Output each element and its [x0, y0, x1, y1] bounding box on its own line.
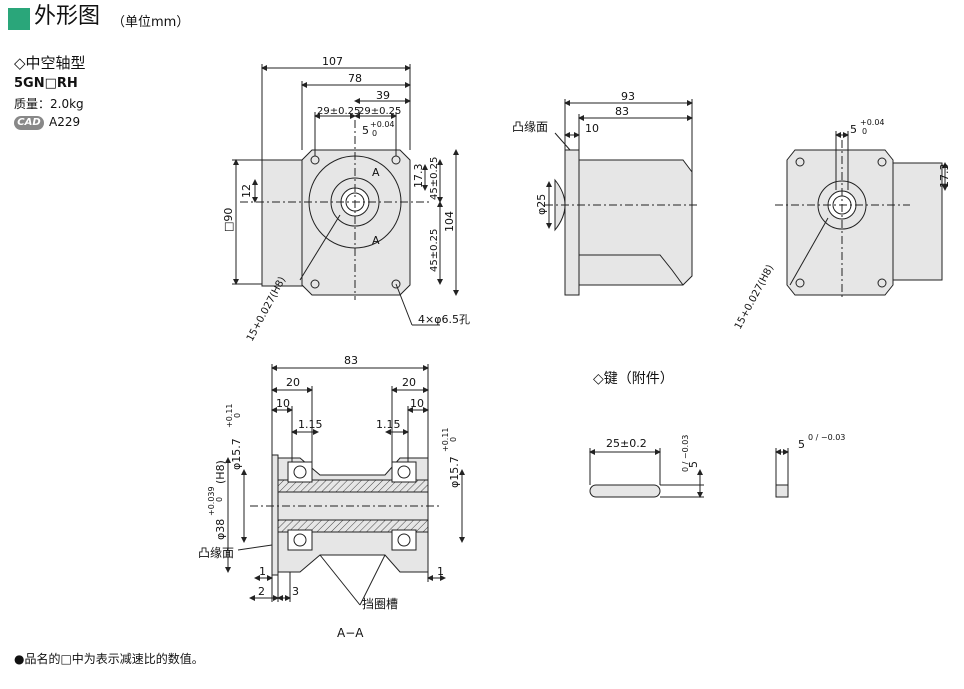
dim-phi-15-7-left: φ15.7 [230, 438, 243, 470]
page-title: 外形图 [34, 4, 101, 29]
dim-1-15-right: 1.15 [376, 418, 401, 431]
front-view [232, 64, 459, 326]
dim-39: 39 [376, 89, 390, 102]
dim-1-15-left: 1.15 [298, 418, 323, 431]
mass-label: 质量：2.0kg [14, 97, 84, 111]
dim-107: 107 [322, 55, 343, 68]
dim-key-tol-upper-rear: +0.04 [860, 118, 885, 127]
dim-phi-38-tol-upper: +0.039 [207, 486, 216, 516]
side-view-labels: 93 83 10 φ25 凸缘面 [512, 90, 635, 215]
key-labels: 25±0.2 5 0 / −0.03 5 0 / −0.03 [606, 433, 845, 472]
dim-phi-38: φ38 [214, 519, 227, 540]
dim-20-right: 20 [402, 376, 416, 389]
key-section-title: ◇键（附件） [593, 371, 674, 387]
dim-29-left: 29±0.25 [317, 106, 360, 117]
product-type-label: ◇中空轴型 [14, 54, 86, 72]
dim-square-90: □90 [222, 208, 235, 232]
dim-20-left: 20 [286, 376, 300, 389]
section-mark-a-bottom: A [372, 234, 380, 247]
dim-1-left: 1 [259, 565, 266, 578]
dim-93: 93 [621, 90, 635, 103]
section-view-labels: 83 20 20 10 10 1.15 1.15 φ15.7 +0.11 0 φ… [198, 354, 461, 640]
key-length: 25±0.2 [606, 437, 647, 450]
dim-phi-15-7-left-tol-lower: 0 [233, 413, 242, 418]
dim-phi-15-7-left-tol-upper: +0.11 [225, 403, 234, 428]
dim-h8: (H8) [214, 460, 227, 484]
retaining-ring-groove-label: 挡圈槽 [362, 597, 398, 611]
dim-83-section: 83 [344, 354, 358, 367]
key-width-tol: 0 / −0.03 [808, 433, 845, 442]
dim-phi-25: φ25 [535, 194, 548, 215]
model-number: 5GN□RH [14, 76, 78, 91]
flange-face-label-section: 凸缘面 [198, 546, 234, 560]
mount-hole [391, 279, 401, 289]
dim-45-upper: 45±0.25 [429, 157, 440, 200]
cad-badge[interactable]: CAD [14, 116, 44, 130]
dim-key-width-rear: 5 [850, 123, 857, 136]
dim-phi-15-7-right-tol-upper: +0.11 [441, 427, 450, 452]
key-height: 5 [687, 461, 700, 468]
flange-face-label-side: 凸缘面 [512, 120, 548, 134]
dim-phi-38-tol-lower: 0 [215, 497, 224, 502]
dim-104: 104 [443, 211, 456, 232]
section-view [225, 364, 465, 606]
side-flange [564, 149, 580, 296]
dim-17-3-rear: 17.3 [938, 164, 951, 189]
section-label: A−A [337, 626, 364, 640]
side-view [545, 99, 700, 296]
header-accent-square [8, 8, 30, 30]
dim-78: 78 [348, 72, 362, 85]
rear-motor [889, 162, 943, 281]
shaft-bore-rear: 15+0.027(H8) [733, 263, 776, 331]
rear-view [775, 131, 948, 300]
dim-phi-15-7-right: φ15.7 [448, 456, 461, 488]
dim-1-right: 1 [437, 565, 444, 578]
key-drawing [589, 448, 789, 498]
dim-phi-15-7-right-tol-lower: 0 [449, 437, 458, 442]
key-end [775, 484, 789, 498]
dim-key-tol-lower-rear: 0 [862, 127, 867, 136]
dim-45-lower: 45±0.25 [429, 229, 440, 272]
dim-10-side: 10 [585, 122, 599, 135]
dim-29-right: 29±0.25 [358, 106, 401, 117]
key-width: 5 [798, 438, 805, 451]
cad-id[interactable]: A229 [49, 115, 81, 129]
dim-key-width: 5 [362, 124, 369, 137]
footnote: ●品名的□中为表示减速比的数值。 [14, 652, 204, 666]
dim-10-left: 10 [276, 397, 290, 410]
key-side [589, 484, 661, 498]
dim-key-tol-lower: 0 [372, 129, 377, 138]
dim-3: 3 [292, 585, 299, 598]
dim-17-3: 17.3 [412, 164, 425, 189]
dim-83-side: 83 [615, 105, 629, 118]
key-height-tol: 0 / −0.03 [681, 435, 690, 472]
unit-label: （单位mm） [112, 15, 190, 30]
section-mark-a-top: A [372, 166, 380, 179]
side-pilot [554, 178, 566, 232]
dim-10-right: 10 [410, 397, 424, 410]
dim-key-tol-upper: +0.04 [370, 120, 395, 129]
mount-hole [310, 279, 320, 289]
hole-callout: 4×φ6.5孔 [418, 313, 470, 326]
dim-2: 2 [258, 585, 265, 598]
side-body [578, 159, 693, 286]
dim-12: 12 [240, 184, 253, 198]
